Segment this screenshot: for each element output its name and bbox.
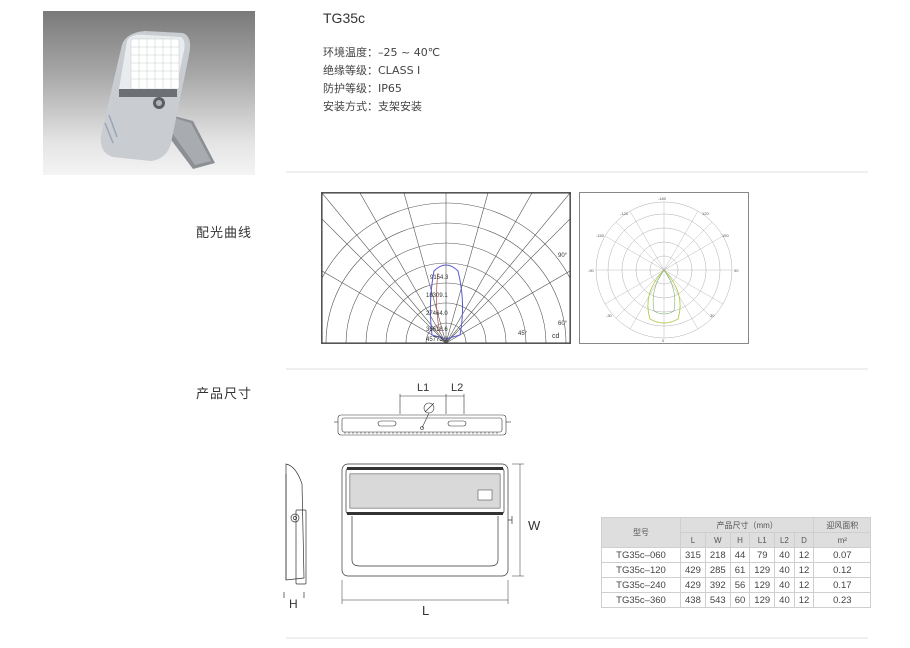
cell: 129	[749, 577, 776, 593]
cell-area: 0.07	[813, 547, 872, 563]
spec-value: –25 ~ 40℃	[378, 46, 441, 59]
cell-area: 0.12	[813, 562, 872, 578]
cell: 40	[774, 592, 795, 608]
col-w: W	[704, 532, 731, 548]
polar-bottom-right: 30	[710, 313, 715, 318]
header-size: 产品尺寸（mm）	[679, 517, 815, 533]
product-title: TG35c	[323, 10, 366, 26]
cell-model: TG35c–240	[601, 577, 681, 593]
floodlight-image	[100, 31, 215, 169]
col-l2: L2	[774, 532, 795, 548]
section-light-curve: 配光曲线	[196, 226, 253, 241]
section-dimensions: 产品尺寸	[196, 387, 253, 402]
cell: 129	[749, 592, 776, 608]
polar-bottom: 0	[662, 338, 665, 343]
polar-left-mid: -150	[596, 233, 605, 238]
polar-right: 90	[734, 268, 739, 273]
spec-protection: 防护等级：IP65	[323, 80, 402, 96]
cell: 438	[680, 592, 706, 608]
divider	[286, 637, 868, 639]
cell-area: 0.17	[813, 577, 872, 593]
col-area-unit: m²	[813, 532, 872, 548]
product-photo	[43, 11, 255, 175]
spec-mounting: 安装方式：支架安装	[323, 98, 422, 114]
spec-label: 环境温度：	[323, 46, 378, 59]
dim-l: L	[422, 603, 429, 618]
polar-top-left: -120	[620, 211, 629, 216]
col-l: L	[680, 532, 706, 548]
cell: 40	[774, 547, 795, 563]
cell: 60	[729, 592, 751, 608]
polar-bottom-left: -30	[606, 313, 613, 318]
table-row: TG35c–360 438 543 60 129 40 12 0.23	[601, 592, 872, 608]
polar-right-mid: 150	[722, 233, 729, 238]
cell: 40	[774, 562, 795, 578]
curve-value-2: 18309.1	[426, 293, 448, 299]
curve-value-4: 36618.6	[426, 327, 448, 333]
polar-top-right: 120	[702, 211, 709, 216]
cell-model: TG35c–360	[601, 592, 681, 608]
cell: 79	[749, 547, 776, 563]
divider	[286, 171, 868, 173]
spec-value: IP65	[378, 82, 402, 95]
cell: 12	[793, 592, 815, 608]
unit-cd: cd	[552, 333, 560, 340]
spec-label: 安装方式：	[323, 100, 378, 113]
light-curve-cartesian: 9154.3 18309.1 27464.0 36618.6 45773.3 9…	[305, 192, 587, 484]
spec-label: 绝缘等级：	[323, 64, 378, 77]
cell-model: TG35c–120	[601, 562, 681, 578]
drawing-side-view: H	[282, 460, 310, 611]
spec-value: CLASS I	[378, 64, 421, 77]
dim-l1: L1	[417, 382, 429, 394]
divider	[286, 368, 868, 370]
cell: 44	[729, 547, 751, 563]
polar-top: -180	[658, 196, 667, 201]
dim-l2: L2	[451, 382, 463, 394]
col-d: D	[793, 532, 815, 548]
angle-60: 60°	[558, 321, 568, 327]
dim-h: H	[289, 597, 298, 610]
spec-value: 支架安装	[378, 100, 422, 113]
angle-45: 45°	[518, 331, 528, 337]
col-h: H	[729, 532, 751, 548]
col-l1: L1	[749, 532, 776, 548]
cell: 40	[774, 577, 795, 593]
cell-model: TG35c–060	[601, 547, 681, 563]
table-row: TG35c–060 315 218 44 79 40 12 0.07	[601, 547, 872, 563]
drawing-front-view: L W	[332, 460, 546, 622]
cell: 12	[793, 547, 815, 563]
cell: 392	[704, 577, 731, 593]
spec-label: 防护等级：	[323, 82, 378, 95]
polar-left: -90	[588, 268, 595, 273]
dim-w: W	[528, 518, 541, 533]
curve-value-5: 45773.3	[426, 337, 448, 343]
cell: 315	[680, 547, 706, 563]
cell: 429	[680, 577, 706, 593]
curve-value-1: 9154.3	[430, 275, 449, 281]
cell-area: 0.23	[813, 592, 872, 608]
cell: 429	[680, 562, 706, 578]
spec-temperature: 环境温度：–25 ~ 40℃	[323, 44, 440, 60]
cell: 12	[793, 562, 815, 578]
drawing-top-view: L1 L2	[330, 378, 515, 444]
light-curve-polar: -180 -120 120 -150 150 -90 90 -30 30 0	[579, 192, 749, 344]
cell: 285	[704, 562, 731, 578]
cell: 12	[793, 577, 815, 593]
cell: 218	[704, 547, 731, 563]
cell: 129	[749, 562, 776, 578]
spec-insulation: 绝缘等级：CLASS I	[323, 62, 420, 78]
cell: 61	[729, 562, 751, 578]
curve-value-3: 27464.0	[426, 311, 448, 317]
cell: 543	[704, 592, 731, 608]
cell: 56	[729, 577, 751, 593]
table-row: TG35c–240 429 392 56 129 40 12 0.17	[601, 577, 872, 593]
header-area: 迎风面积	[813, 517, 872, 533]
header-model: 型号	[601, 517, 681, 548]
dimension-table: 型号 产品尺寸（mm） 迎风面积 L W H L1 L2 D m² TG35c–…	[601, 517, 872, 608]
angle-90: 90°	[558, 253, 568, 259]
table-row: TG35c–120 429 285 61 129 40 12 0.12	[601, 562, 872, 578]
